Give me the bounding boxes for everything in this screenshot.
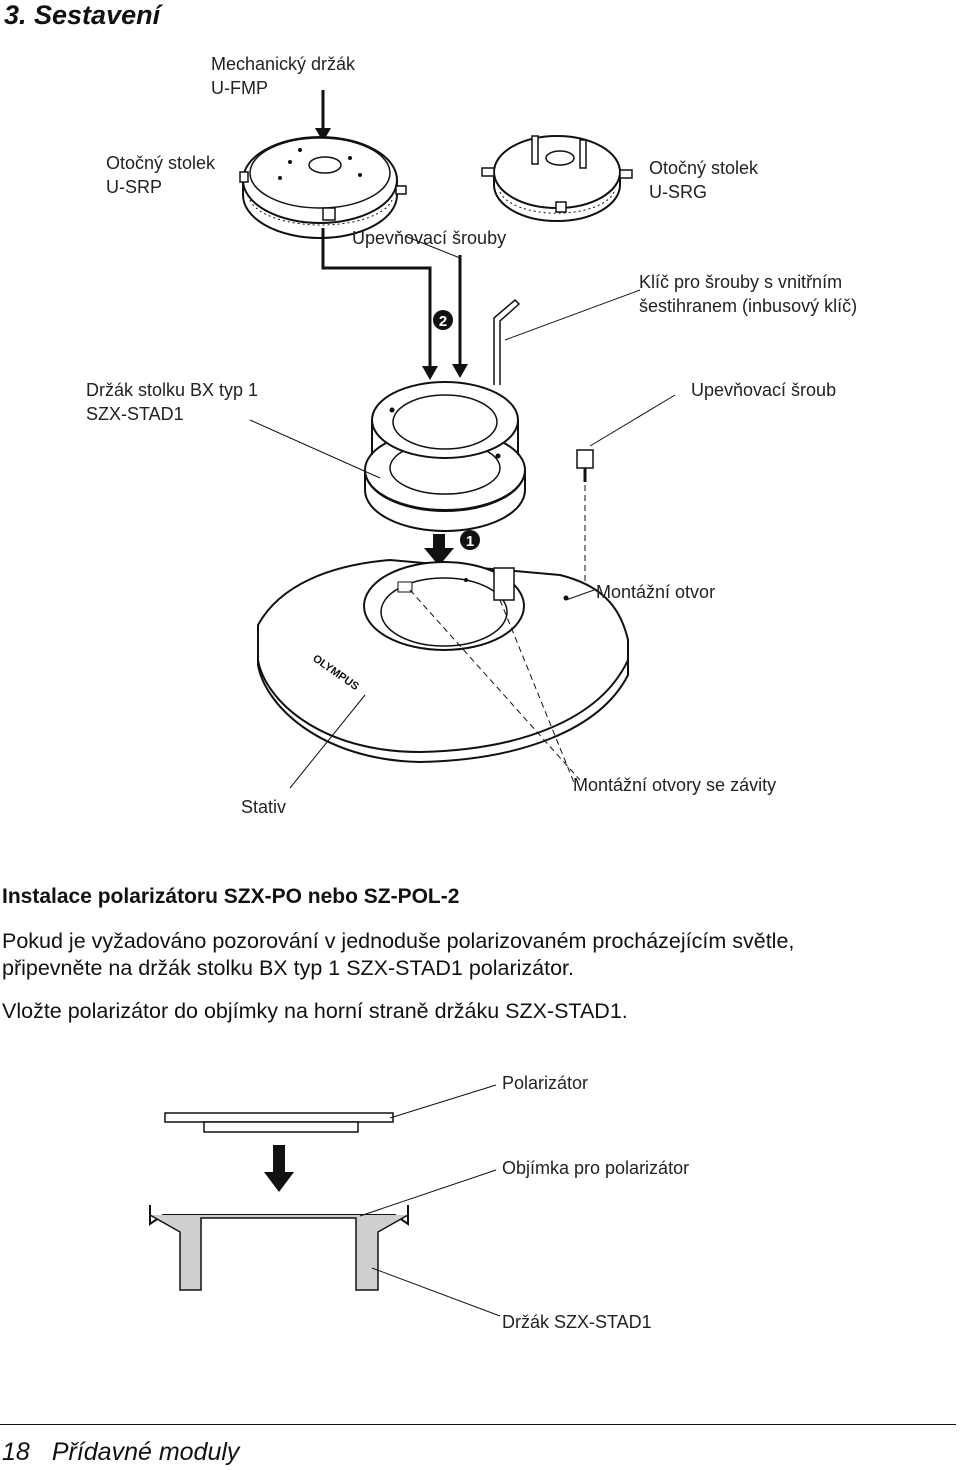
page-number: 18 <box>2 1438 30 1466</box>
label-threaded-holes: Montážní otvory se závity <box>573 775 777 795</box>
label-hex-key: Klíč pro šrouby s vnitřním šestihranem (… <box>639 272 858 316</box>
footer-rule <box>0 1424 956 1425</box>
svg-text:2: 2 <box>439 313 447 330</box>
hex-key-drawing <box>493 289 641 385</box>
step-marker-1-icon <box>460 530 480 550</box>
fixing-screw-drawing <box>576 394 676 590</box>
label-mounting-hole: Montážní otvor <box>596 582 716 602</box>
polarizer-heading: Instalace polarizátoru SZX-PO nebo SZ-PO… <box>2 885 460 908</box>
page-footer: 18 Přídavné moduly <box>2 1438 239 1467</box>
stage-holder-drawing <box>249 381 526 533</box>
label-fixing-screws: Upevňovací šrouby <box>352 228 507 248</box>
label-holder-stad1: Držák SZX-STAD1 <box>502 1312 652 1332</box>
label-mechanical-holder: Mechanický držák U-FMP <box>211 54 356 98</box>
label-fixing-screw: Upevňovací šroub <box>691 380 837 400</box>
stage-srg-drawing <box>481 135 633 222</box>
stand-drawing: OLYMPUS <box>257 558 629 789</box>
polarizer-paragraph-2: Vložte polarizátor do objímky na horní s… <box>2 999 628 1023</box>
label-polarizer: Polarizátor <box>502 1073 589 1093</box>
stage-srp-drawing <box>239 136 407 239</box>
label-stand: Stativ <box>241 797 287 817</box>
label-rotating-stage-srp: Otočný stolek U-SRP <box>106 153 216 197</box>
svg-text:1: 1 <box>466 533 474 550</box>
section-title: 3. Sestavení <box>4 0 161 30</box>
chapter-title: Přídavné moduly <box>51 1438 240 1466</box>
polarizer-paragraph-1: Pokud je vyžadováno pozorování v jednodu… <box>2 929 795 980</box>
label-stage-holder: Držák stolku BX typ 1 SZX-STAD1 <box>86 380 259 424</box>
label-rotating-stage-srg: Otočný stolek U-SRG <box>649 158 759 202</box>
polarizer-diagram <box>149 1084 501 1317</box>
step-marker-2-icon <box>433 310 453 330</box>
label-polarizer-socket: Objímka pro polarizátor <box>502 1158 690 1178</box>
